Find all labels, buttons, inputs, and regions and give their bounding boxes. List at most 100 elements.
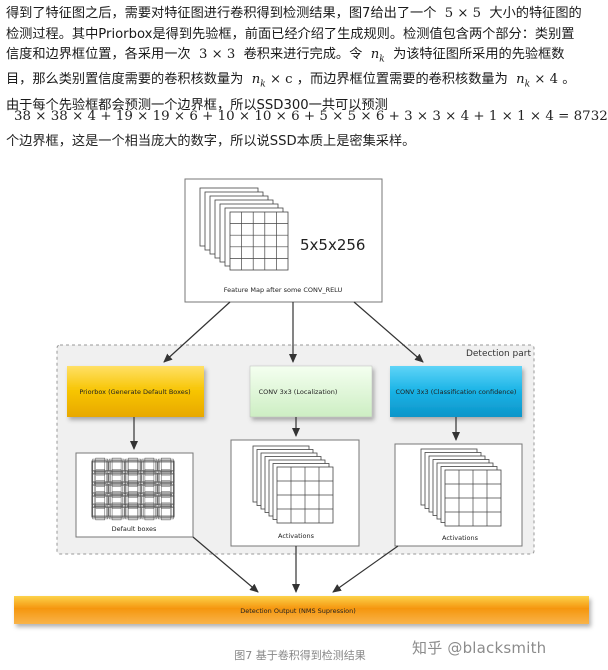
default-box <box>158 492 174 508</box>
default-box <box>92 481 108 497</box>
para-text: 得到了特征图之后，需要对特征图进行卷积得到检测结果，图7给出了一个 <box>6 6 437 21</box>
math-var: n <box>370 47 380 63</box>
default-box <box>140 461 159 472</box>
default-boxes-grid <box>91 457 175 521</box>
default-box <box>92 458 108 475</box>
default-box <box>125 492 141 508</box>
math-sub: k <box>524 80 531 91</box>
default-box <box>157 484 175 494</box>
default-box <box>159 493 173 507</box>
default-box <box>107 484 126 494</box>
default-box <box>107 506 126 517</box>
arrow-to-classification <box>353 301 424 363</box>
default-box <box>161 502 171 521</box>
default-box <box>128 480 138 498</box>
default-box <box>92 470 108 486</box>
default-box <box>108 492 125 508</box>
default-box <box>111 469 122 487</box>
default-box <box>95 502 105 521</box>
default-box <box>161 469 171 487</box>
default-box <box>93 505 107 518</box>
default-box <box>144 491 155 509</box>
default-box <box>140 484 159 494</box>
default-box <box>93 460 107 473</box>
default-box <box>107 461 126 472</box>
default-box <box>126 460 140 473</box>
default-box <box>158 503 174 520</box>
arrow-default-to-output <box>192 536 259 593</box>
default-box <box>110 505 123 518</box>
math-sub: k <box>260 80 266 91</box>
default-box <box>158 481 174 497</box>
math-inline: × c <box>269 72 293 88</box>
default-box <box>108 503 125 520</box>
default-box <box>107 473 126 483</box>
default-box <box>161 480 171 498</box>
feature-map-stack <box>199 187 289 271</box>
localization-box <box>249 365 373 418</box>
default-box <box>128 457 138 476</box>
default-box <box>95 480 105 498</box>
default-box <box>159 505 173 518</box>
default-box <box>126 482 140 496</box>
default-box <box>124 484 142 494</box>
default-box <box>144 469 155 487</box>
para-text: 为该特征图所采用的先验框数 <box>393 47 565 63</box>
para-line-3: 信度和边界框位置，各采用一次 3 × 3 卷积来进行完成。令 nk 为该特征图所… <box>6 45 594 70</box>
priorbox-box <box>67 366 204 417</box>
para-line-5: 由于每个先验框都会预测一个边界框，所以SSD300一共可以预测 <box>6 97 388 113</box>
default-box <box>91 461 109 472</box>
detection-output-label: Detection Output (NMS Supression) <box>240 607 356 615</box>
para-text: 大小的特征图的 <box>489 6 582 21</box>
default-box <box>93 471 107 485</box>
default-box <box>111 502 122 521</box>
detection-output-bar <box>14 596 589 624</box>
default-box <box>124 495 142 505</box>
default-box <box>161 491 171 509</box>
default-box <box>125 470 141 486</box>
default-box <box>126 471 140 485</box>
activations-label-2: Activations <box>442 534 479 542</box>
default-box <box>124 473 142 483</box>
default-box <box>157 461 175 472</box>
default-box <box>125 458 141 475</box>
default-box <box>111 457 122 476</box>
default-box <box>144 457 155 476</box>
para-text: ，而边界框位置需要的卷积核数量为 <box>296 72 508 88</box>
default-box <box>110 482 123 496</box>
default-box <box>128 469 138 487</box>
default-box <box>91 506 109 517</box>
default-box <box>159 460 173 473</box>
default-box <box>108 458 125 475</box>
default-box <box>124 461 142 472</box>
default-box <box>126 493 140 507</box>
default-boxes-label: Default boxes <box>112 525 157 533</box>
para-line-6: 个边界框，这是一个相当庞大的数字，所以说SSD本质上是密集采样。 <box>6 134 416 149</box>
default-box <box>95 457 105 476</box>
localization-label: CONV 3x3 (Localization) <box>259 388 338 396</box>
para-line-4: 目，那么类别置信度需要的卷积核数量为 nk × c ，而边界框位置需要的卷积核数… <box>6 70 594 95</box>
default-box <box>143 505 156 518</box>
para-text: 目，那么类别置信度需要的卷积核数量为 <box>6 72 244 88</box>
activations-label-1: Activations <box>278 532 315 540</box>
default-box <box>141 492 158 508</box>
default-box <box>157 495 175 505</box>
default-box <box>125 481 141 497</box>
default-box <box>159 482 173 496</box>
equation: 38 × 38 × 4 + 19 × 19 × 6 + 10 × 10 × 6 … <box>14 109 608 124</box>
default-box <box>108 481 125 497</box>
activations-stack-2 <box>420 448 502 527</box>
default-box <box>158 470 174 486</box>
default-box <box>110 460 123 473</box>
default-box <box>110 493 123 507</box>
default-box <box>107 495 126 505</box>
classification-box <box>390 366 522 417</box>
map-layer <box>229 211 289 271</box>
classification-label: CONV 3x3 (Classification confidence) <box>396 388 517 396</box>
default-box <box>91 484 109 494</box>
default-box <box>144 480 155 498</box>
default-box <box>93 482 107 496</box>
default-box <box>143 493 156 507</box>
default-box <box>143 471 156 485</box>
